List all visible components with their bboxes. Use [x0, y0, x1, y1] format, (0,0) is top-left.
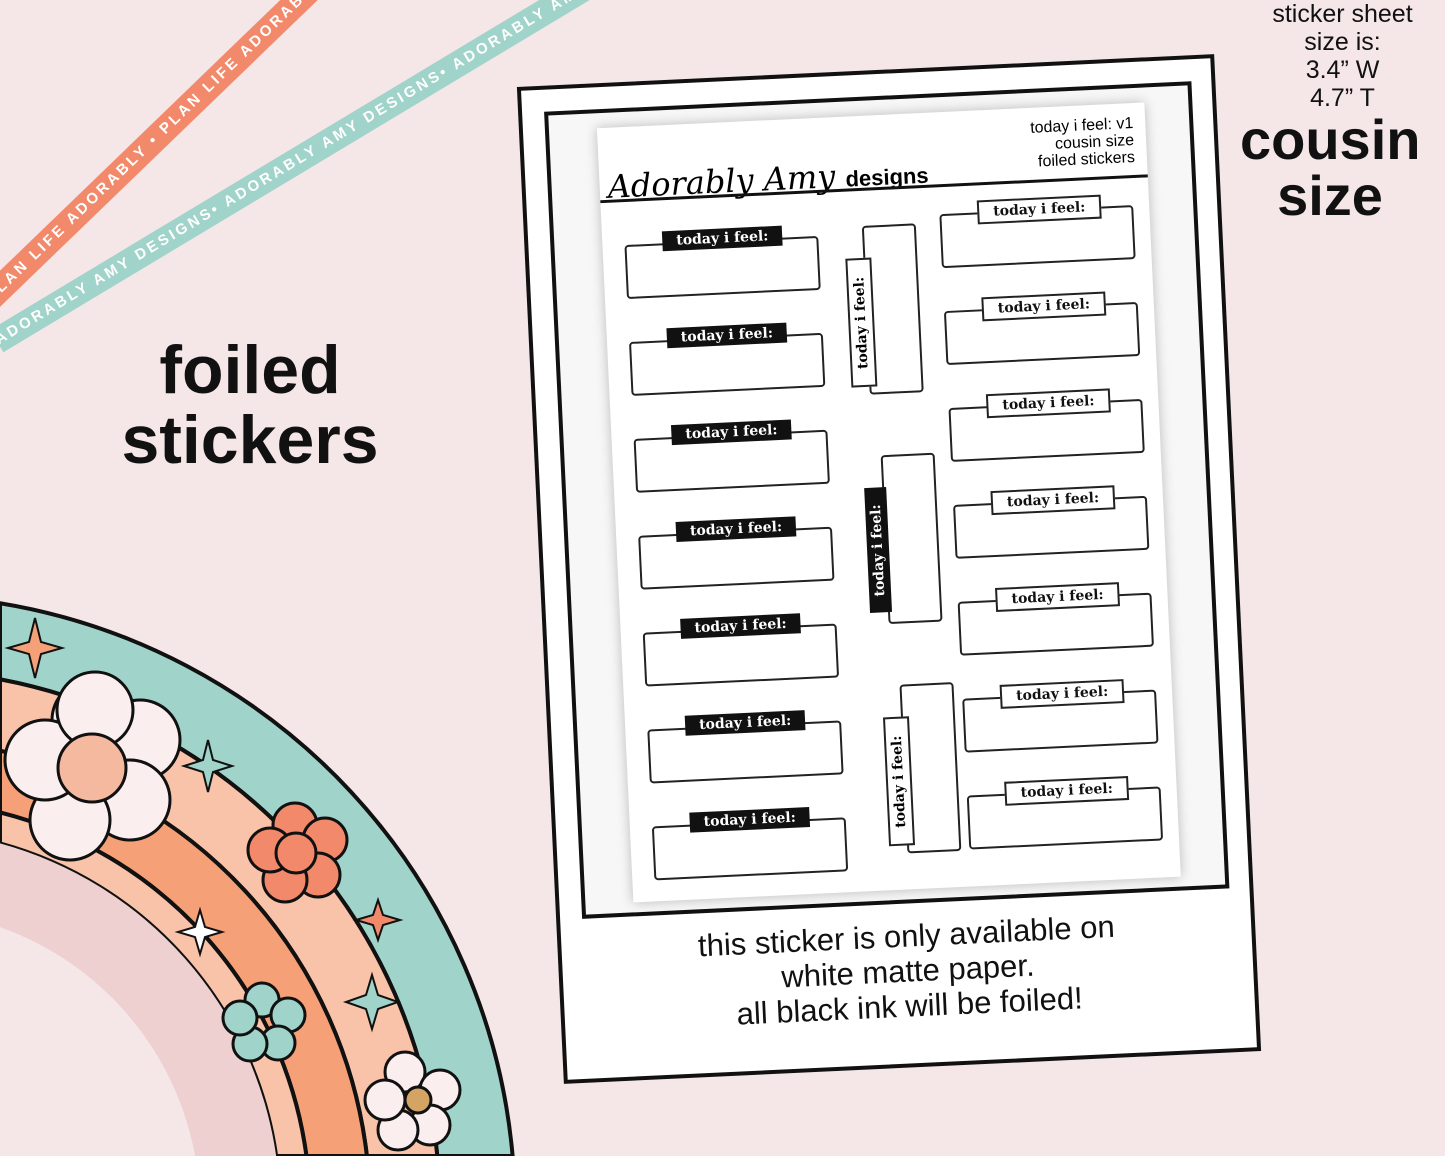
sticker-label: today i feel: — [864, 487, 893, 613]
sticker-box-dark: today i feel: — [642, 613, 840, 687]
sticker-label: today i feel: — [680, 613, 802, 639]
sheet-subtitle: foiled stickers — [1037, 148, 1136, 171]
sticker-box-dark: today i feel: — [651, 807, 849, 881]
vertical-sticker-box: today i feel: — [864, 452, 943, 625]
sparkle-icons — [4, 617, 404, 1033]
sticker-sheet-frame: Adorably Amy designs today i feel: v1 co… — [516, 54, 1262, 1084]
size-name-line1: cousin — [1240, 108, 1421, 171]
size-info-line: size is: — [1304, 28, 1381, 56]
sticker-label: today i feel: — [976, 194, 1102, 225]
size-name: cousin size — [1240, 112, 1420, 224]
sticker-box-dark: today i feel: — [638, 516, 835, 590]
white-flower-icon — [363, 1050, 462, 1152]
vertical-sticker-box: today i feel: — [845, 223, 924, 395]
sticker-box-dark: today i feel: — [624, 225, 821, 300]
size-info: sticker sheet size is: 3.4” W 4.7” T — [1250, 0, 1435, 112]
headline: foiled stickers — [100, 335, 400, 475]
rainbow-illustration — [0, 601, 515, 1156]
sticker-label: today i feel: — [1004, 775, 1130, 806]
sticker-sheet: Adorably Amy designs today i feel: v1 co… — [596, 102, 1181, 903]
size-info-line: sticker sheet — [1272, 0, 1413, 28]
sticker-label: today i feel: — [661, 225, 783, 252]
sticker-label: today i feel: — [684, 710, 806, 736]
coral-flower-icon — [246, 801, 349, 904]
sticker-box-light: today i feel: — [962, 679, 1159, 753]
vertical-sticker-box: today i feel: — [882, 682, 962, 854]
sticker-box-light: today i feel: — [957, 582, 1154, 656]
sticker-label: today i feel: — [670, 419, 792, 446]
paper-notice: this sticker is only available on white … — [561, 902, 1255, 1039]
sticker-label: today i feel: — [999, 679, 1125, 709]
sticker-label: today i feel: — [985, 388, 1112, 419]
sticker-label: today i feel: — [882, 716, 916, 847]
sticker-label: today i feel: — [666, 322, 788, 349]
rainbow-band-pink — [0, 843, 277, 1156]
headline-line2: stickers — [121, 402, 379, 478]
sticker-box-dark: today i feel: — [633, 419, 830, 493]
sticker-label: today i feel: — [995, 582, 1121, 613]
sticker-label: today i feel: — [981, 291, 1107, 322]
headline-line1: foiled — [159, 332, 341, 408]
sticker-box-dark: today i feel: — [629, 322, 826, 396]
sticker-box-light: today i feel: — [939, 194, 1136, 269]
sticker-label: today i feel: — [689, 807, 811, 833]
sheet-preview: Adorably Amy designs today i feel: v1 co… — [544, 81, 1230, 919]
size-name-line2: size — [1277, 164, 1383, 227]
size-width: 3.4” W — [1305, 56, 1380, 84]
sticker-box-light: today i feel: — [953, 485, 1150, 559]
sticker-label: today i feel: — [675, 516, 797, 542]
sticker-label: today i feel: — [990, 485, 1116, 516]
size-height: 4.7” T — [1310, 84, 1375, 112]
sticker-box-light: today i feel: — [948, 388, 1145, 462]
sticker-box-light: today i feel: — [943, 291, 1141, 366]
sticker-box-dark: today i feel: — [647, 710, 844, 784]
sticker-box-light: today i feel: — [966, 775, 1164, 850]
teal-flower-icon — [221, 981, 307, 1063]
sheet-title: today i feel: v1 cousin size foiled stic… — [1030, 115, 1135, 171]
smiley-flower-icon — [3, 670, 182, 862]
sticker-label: today i feel: — [845, 257, 878, 388]
